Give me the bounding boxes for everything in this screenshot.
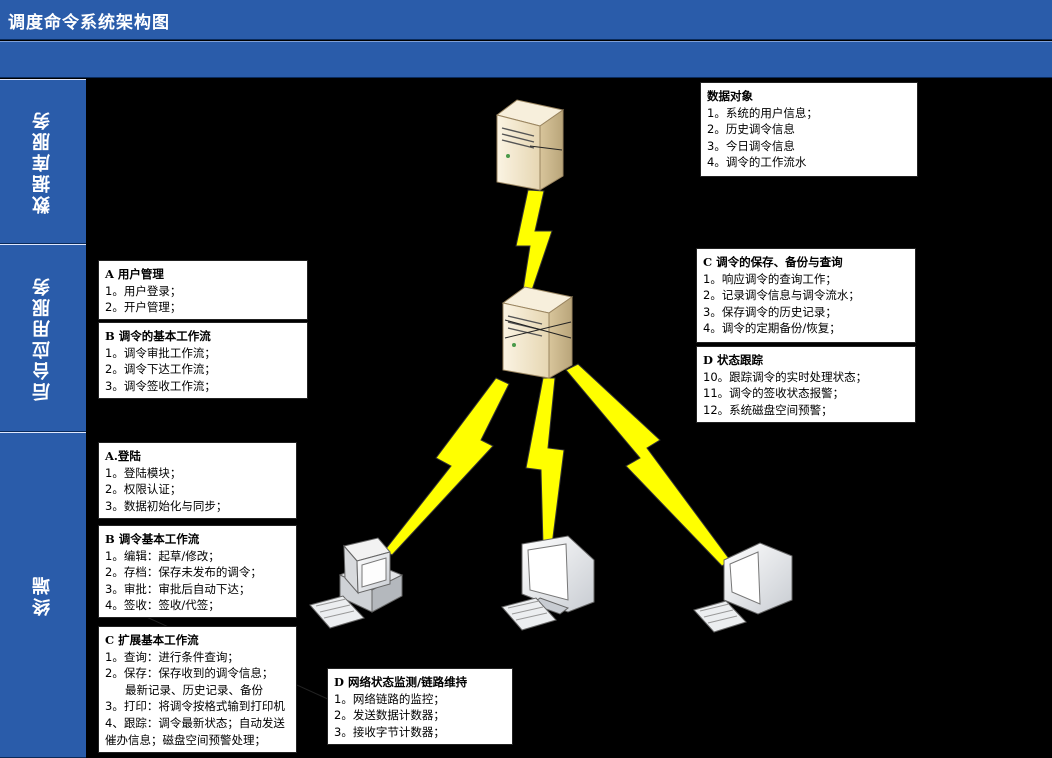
- list-item: 12。系统磁盘空间预警；: [703, 402, 833, 417]
- list-item: 最新记录、历史记录、备份: [125, 682, 263, 697]
- sub-bar: [0, 41, 1052, 78]
- list-item: 2。保存：保存收到的调令信息；: [105, 666, 274, 681]
- swimlane-sidebar: 数据库服务 后台应用服务 终端: [0, 79, 86, 758]
- lane-backend-service: 后台应用服务: [0, 244, 86, 432]
- list-item: 2。开户管理；: [105, 300, 182, 315]
- list-item: 3。今日调令信息: [707, 138, 795, 153]
- box-title: D 网络状态监测/链路维持: [334, 675, 468, 689]
- box-user-management: A 用户管理 1。用户登录； 2。开户管理；: [98, 260, 308, 320]
- list-item: 1。查询：进行条件查询；: [105, 649, 239, 664]
- list-item: 2。发送数据计数器；: [334, 708, 445, 723]
- box-title: 数据对象: [707, 89, 753, 103]
- list-item: 1。用户登录；: [105, 283, 182, 298]
- list-item: 催办信息；磁盘空间预警处理；: [105, 732, 266, 747]
- box-title: B 调令基本工作流: [105, 532, 200, 546]
- lightning-link-icon: [515, 189, 553, 291]
- box-network-monitor: D 网络状态监测/链路维持 1。网络链路的监控； 2。发送数据计数器； 3。接收…: [327, 668, 513, 745]
- page-title: 调度命令系统架构图: [8, 13, 170, 33]
- box-login: A.登陆 1。登陆模块； 2。权限认证； 3。数据初始化与同步；: [98, 442, 297, 519]
- lane-database-service: 数据库服务: [0, 79, 86, 244]
- list-item: 11。调令的签收状态报警；: [703, 386, 845, 401]
- box-title: C 调令的保存、备份与查询: [703, 255, 843, 269]
- lightning-link-icon: [525, 377, 565, 546]
- box-title: A 用户管理: [105, 267, 164, 281]
- list-item: 2。历史调令信息: [707, 122, 795, 137]
- box-command-workflow: B 调令基本工作流 1。编辑：起草/修改； 2。存档：保存未发布的调令； 3。审…: [98, 525, 297, 618]
- list-item: 1。登陆模块；: [105, 465, 182, 480]
- app-server-icon: [501, 286, 574, 379]
- database-server-icon: [495, 99, 565, 191]
- lane-terminal: 终端: [0, 432, 86, 758]
- list-item: 2。存档：保存未发布的调令；: [105, 565, 262, 580]
- list-item: 4。签收：签收/代签；: [105, 598, 220, 613]
- list-item: 2。记录调令信息与调令流水；: [703, 288, 860, 303]
- list-item: 1。系统的用户信息；: [707, 105, 818, 120]
- list-item: 1。响应调令的查询工作；: [703, 271, 837, 286]
- list-item: 3。打印：将调令按格式输到打印机: [105, 699, 285, 714]
- list-item: 4。调令的定期备份/恢复；: [703, 321, 841, 336]
- list-item: 1。编辑：起草/修改；: [105, 548, 220, 563]
- list-item: 2。调令下达工作流；: [105, 362, 216, 377]
- list-item: 1。调令审批工作流；: [105, 345, 216, 360]
- list-item: 2。权限认证；: [105, 482, 182, 497]
- box-title: A.登陆: [105, 449, 141, 463]
- list-item: 3。数据初始化与同步；: [105, 498, 228, 513]
- terminal-monitor-icon: [693, 542, 793, 633]
- box-status-tracking: D 状态跟踪 10。跟踪调令的实时处理状态； 11。调令的签收状态报警； 12。…: [696, 346, 916, 423]
- box-title: D 状态跟踪: [703, 353, 763, 367]
- list-item: 3。审批：审批后自动下达；: [105, 581, 251, 596]
- list-item: 3。调令签收工作流；: [105, 378, 216, 393]
- box-title: B 调令的基本工作流: [105, 329, 211, 343]
- box-title: C 扩展基本工作流: [105, 633, 199, 647]
- list-item: 3。接收字节计数器；: [334, 724, 445, 739]
- terminal-crt-icon: [501, 535, 595, 631]
- list-item: 3。保存调令的历史记录；: [703, 304, 837, 319]
- box-basic-workflow: B 调令的基本工作流 1。调令审批工作流； 2。调令下达工作流； 3。调令签收工…: [98, 322, 308, 399]
- box-save-backup-query: C 调令的保存、备份与查询 1。响应调令的查询工作； 2。记录调令信息与调令流水…: [696, 248, 916, 343]
- box-data-objects: 数据对象 1。系统的用户信息； 2。历史调令信息 3。今日调令信息 4。调令的工…: [700, 82, 918, 177]
- lightning-link-icon: [384, 377, 510, 556]
- terminal-pc-icon: [309, 537, 404, 629]
- list-item: 10。跟踪调令的实时处理状态；: [703, 369, 868, 384]
- title-bar: 调度命令系统架构图: [0, 0, 1052, 40]
- list-item: 4。调令的工作流水: [707, 155, 807, 170]
- box-extended-workflow: C 扩展基本工作流 1。查询：进行条件查询； 2。保存：保存收到的调令信息； 最…: [98, 626, 297, 753]
- list-item: 1。网络链路的监控；: [334, 691, 445, 706]
- list-item: 4、跟踪：调令最新状态；自动发送: [105, 715, 285, 730]
